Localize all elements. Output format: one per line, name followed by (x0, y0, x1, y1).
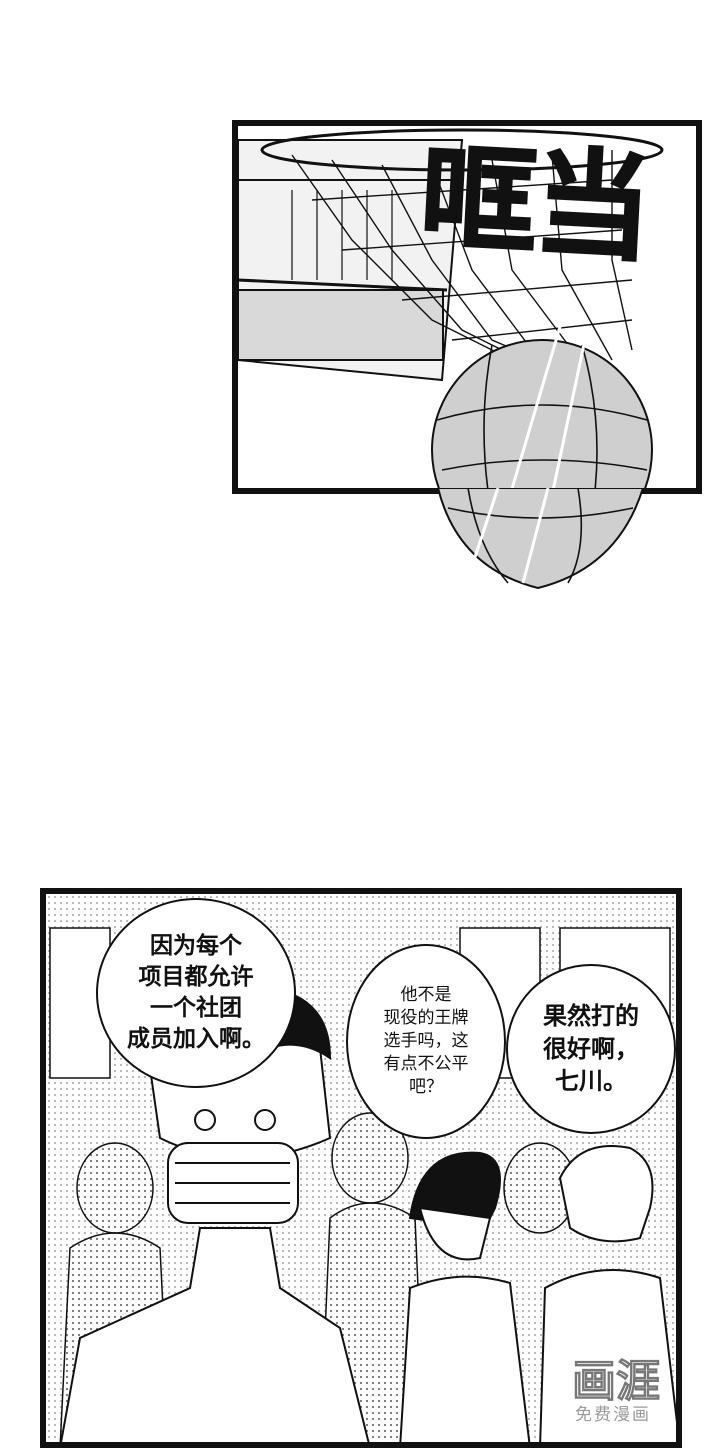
speech-text-middle: 他不是 现役的王牌 选手吗，这 有点不公平 吧？ (383, 985, 469, 1097)
watermark-logo: 画涯 (572, 1356, 661, 1408)
speech-bubble-middle: 他不是 现役的王牌 选手吗，这 有点不公平 吧？ (346, 944, 506, 1139)
ball-overflow (436, 488, 645, 590)
watermark-caption: 免费漫画 (575, 1405, 651, 1425)
speech-bubble-right: 果然打的 很好啊， 七川。 (506, 964, 676, 1134)
speech-text-left: 因为每个 项目都允许 一个社团 成员加入啊。 (127, 932, 265, 1053)
hoop-illustration (238, 126, 696, 488)
speech-text-right: 果然打的 很好啊， 七川。 (543, 1002, 639, 1096)
top-panel: 哐当 (232, 120, 702, 494)
sound-effect-text: 哐当 (416, 127, 653, 279)
bottom-panel: 因为每个 项目都允许 一个社团 成员加入啊。 他不是 现役的王牌 选手吗，这 有… (40, 888, 682, 1448)
speech-bubble-left: 因为每个 项目都允许 一个社团 成员加入啊。 (96, 898, 296, 1088)
